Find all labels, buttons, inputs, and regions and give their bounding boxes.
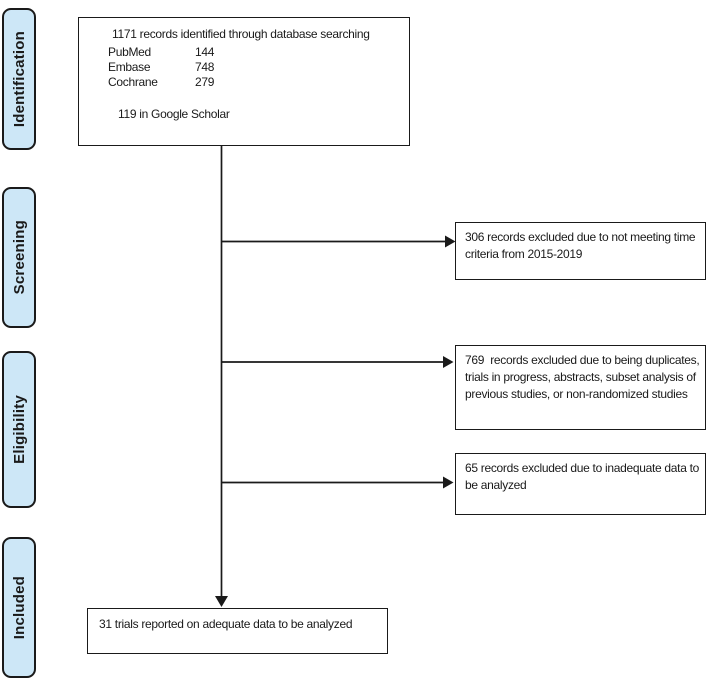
source-row-pubmed: PubMed 144: [108, 45, 401, 60]
excluded-box-duplicates: 769 records excluded due to being duplic…: [455, 345, 706, 430]
records-identified-title: 1171 records identified through database…: [112, 27, 370, 41]
stage-label-screening: Screening: [2, 187, 36, 328]
stage-label-eligibility: Eligibility: [2, 351, 36, 508]
source-name: Embase: [108, 60, 151, 74]
excluded-box-time-criteria: 306 records excluded due to not meeting …: [455, 222, 706, 280]
stage-label-identification: Identification: [2, 8, 36, 150]
source-name: PubMed: [108, 45, 151, 59]
source-name: Cochrane: [108, 75, 158, 89]
stage-label-included: Included: [2, 537, 36, 678]
arrowhead-right-screening-icon: [445, 235, 456, 248]
included-trials-box: 31 trials reported on adequate data to b…: [87, 608, 388, 654]
stage-label-text: Screening: [10, 220, 28, 295]
source-count: 279: [195, 75, 215, 89]
source-count: 748: [195, 60, 215, 74]
arrowhead-right-inadequate-icon: [443, 476, 454, 489]
stage-label-text: Eligibility: [10, 395, 28, 464]
arrowhead-right-eligibility-icon: [443, 356, 454, 368]
identification-records-box: 1171 records identified through database…: [78, 17, 410, 146]
source-row-embase: Embase 748: [108, 60, 401, 75]
stage-label-text: Included: [10, 575, 28, 640]
google-scholar-line: 119 in Google Scholar: [118, 107, 230, 121]
source-row-cochrane: Cochrane 279: [108, 75, 401, 90]
source-count: 144: [195, 45, 215, 59]
excluded-box-inadequate-data: 65 records excluded due to inadequate da…: [455, 453, 706, 515]
arrowhead-down-icon: [215, 596, 228, 607]
stage-label-text: Identification: [10, 30, 28, 128]
